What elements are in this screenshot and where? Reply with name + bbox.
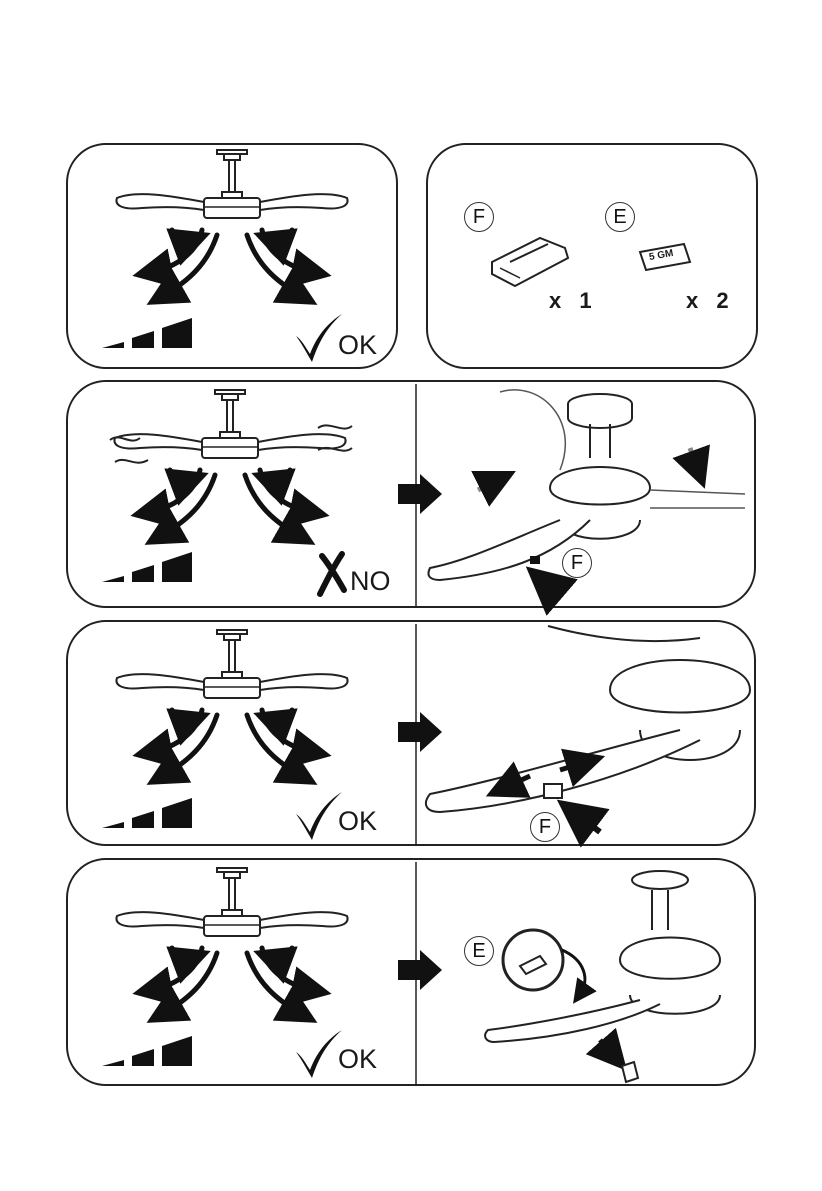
- step1-part-letter: F: [562, 548, 592, 578]
- part-clip-letter: F: [464, 202, 494, 232]
- fan-closeup-step2: [426, 626, 750, 832]
- ok-label: OK: [338, 1044, 377, 1075]
- checkmark-icon: [296, 314, 342, 362]
- part-weight-letter: E: [605, 202, 635, 232]
- cross-icon: [320, 554, 344, 594]
- checkmark-icon: [296, 792, 342, 840]
- step3-part-letter: E: [464, 936, 494, 966]
- checkmark-icon: [296, 1030, 342, 1078]
- step2-part-letter: F: [530, 812, 560, 842]
- speed-bars-icon: [102, 1036, 192, 1066]
- fan-closeup-step3: [485, 871, 720, 1082]
- fan-drawing-wobbling: [114, 390, 345, 535]
- step-arrow-icon: [398, 712, 442, 752]
- step-arrow-icon: [398, 950, 442, 990]
- no-label: NO: [350, 566, 391, 597]
- speed-bars-icon: [102, 318, 192, 348]
- weight-quantity: x 2: [686, 288, 735, 314]
- speed-bars-icon: [102, 798, 192, 828]
- fan-drawing-balanced: [116, 630, 347, 775]
- speed-bars-icon: [102, 552, 192, 582]
- ok-label: OK: [338, 806, 377, 837]
- fan-drawing-balanced: [116, 868, 347, 1013]
- step-arrow-icon: [398, 474, 442, 514]
- fan-drawing-balanced: [116, 150, 347, 295]
- balancing-clip-drawing: [492, 238, 568, 286]
- clip-quantity: x 1: [549, 288, 598, 314]
- ok-label: OK: [338, 330, 377, 361]
